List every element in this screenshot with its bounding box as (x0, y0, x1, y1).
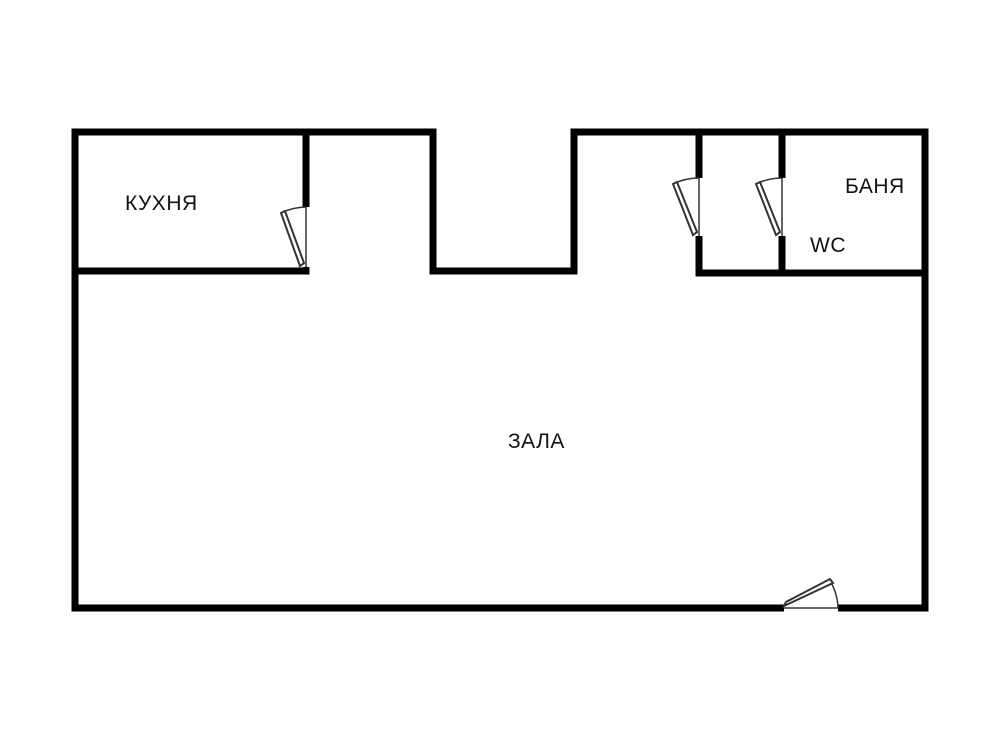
door-leaf (754, 180, 782, 237)
entrance-door (781, 577, 839, 613)
wc-door-right (754, 177, 787, 237)
room-label-kitchen: КУХНЯ (125, 192, 198, 215)
kitchen-door (279, 206, 311, 268)
outer-wall (71, 128, 929, 612)
outer-walls (71, 128, 929, 612)
room-label-wc: WC (810, 234, 846, 257)
door-leaf (671, 180, 699, 237)
room-label-hall: ЗАЛА (508, 430, 565, 453)
door-leaf (781, 577, 835, 609)
interior-walls (71, 128, 929, 277)
door-leaf (279, 209, 306, 268)
room-label-bathroom: БАНЯ (845, 175, 905, 198)
wc-door-left (671, 177, 704, 237)
